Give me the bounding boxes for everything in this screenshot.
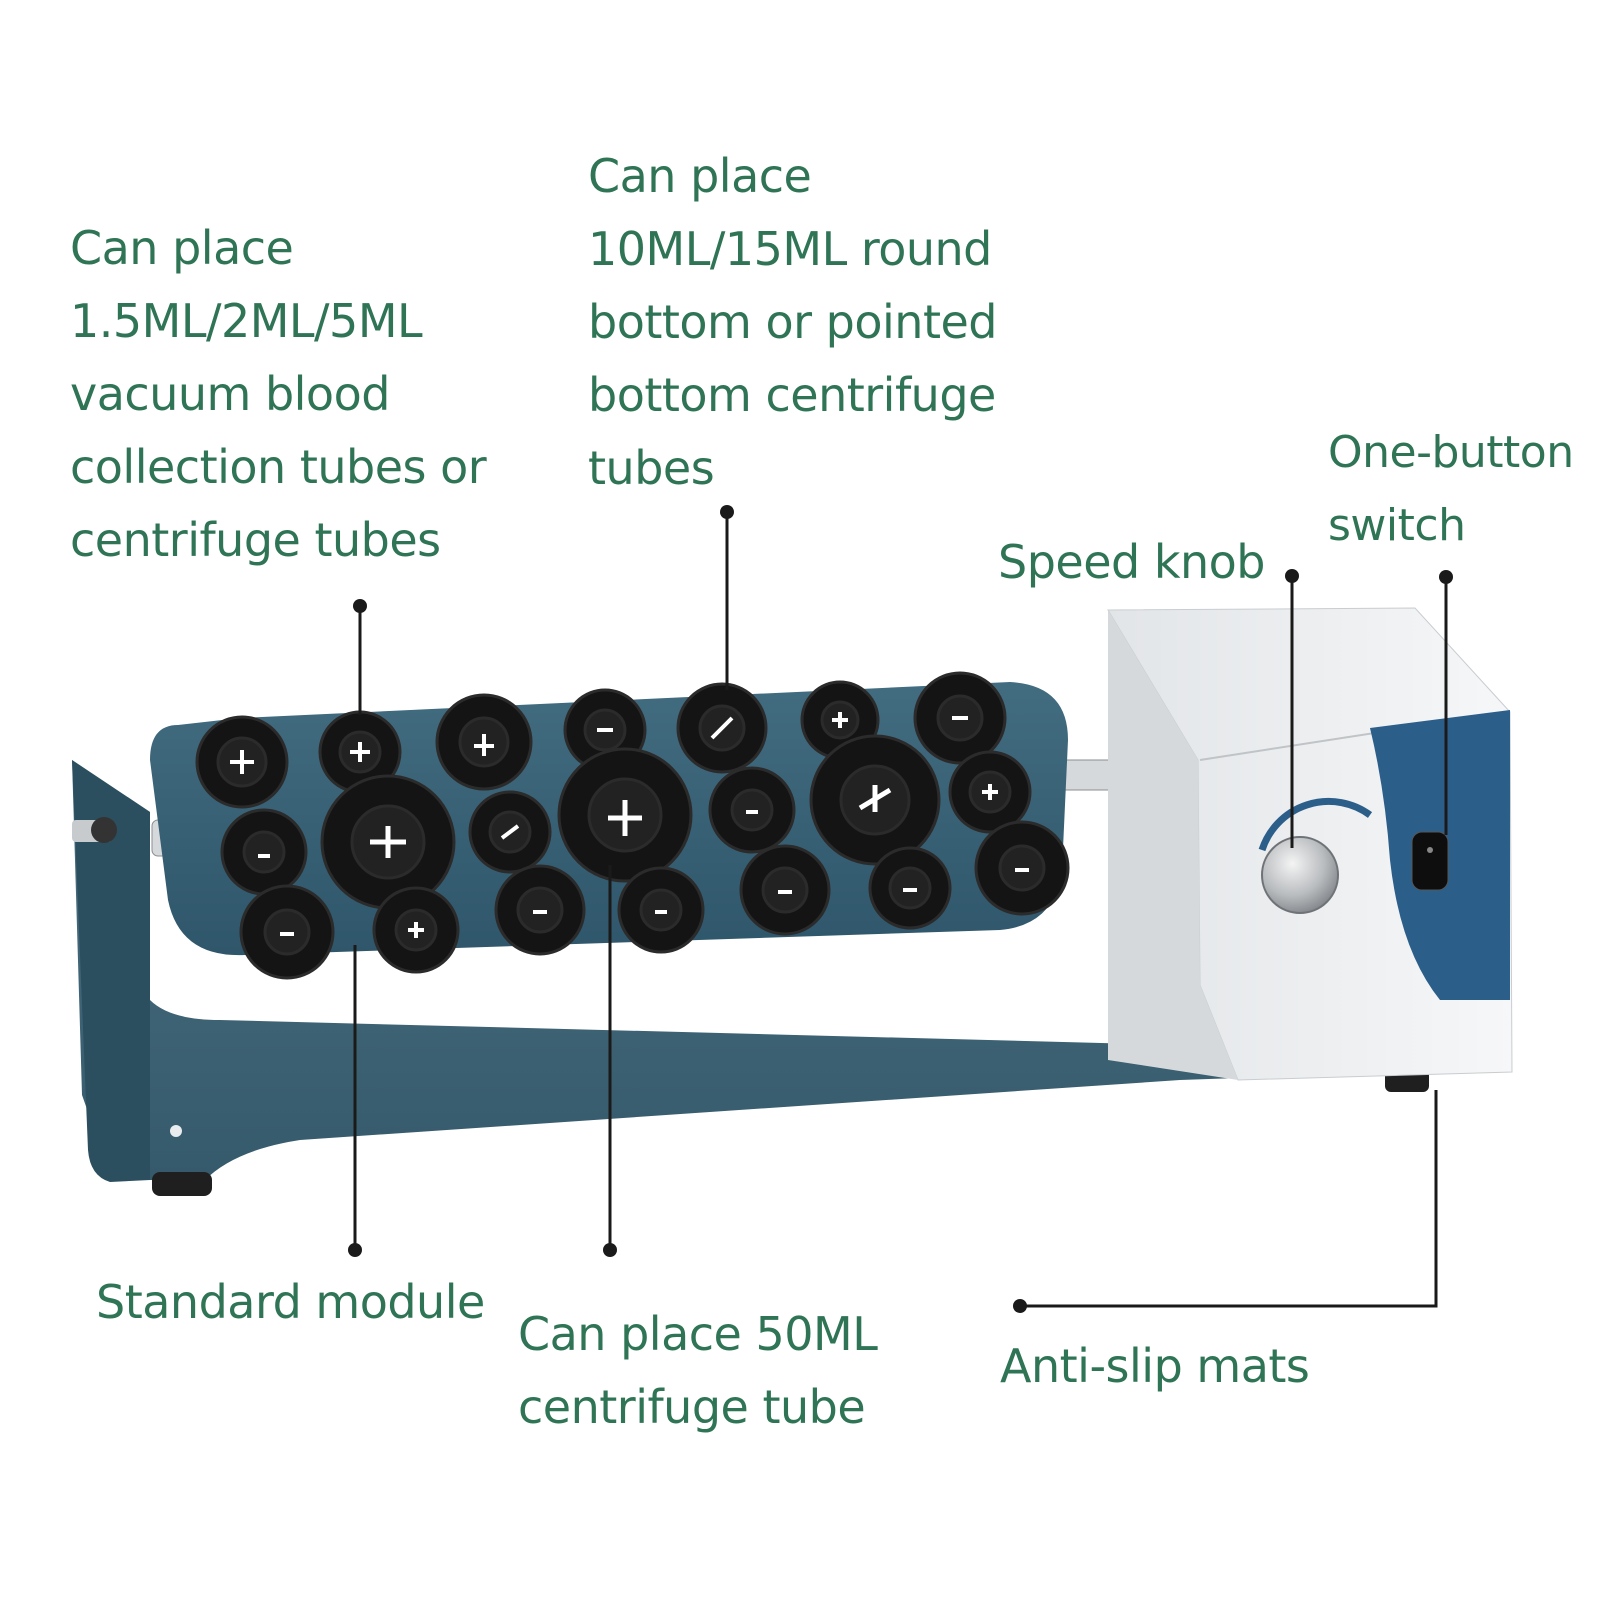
label-line: switch bbox=[1328, 500, 1466, 551]
label-standard-module: Standard module bbox=[96, 1266, 485, 1339]
callout-dot bbox=[348, 1243, 362, 1257]
label-line: centrifuge tubes bbox=[70, 513, 441, 567]
tube-holder bbox=[220, 808, 308, 896]
label-line: 10ML/15ML round bbox=[588, 222, 992, 276]
tube-holder bbox=[468, 790, 552, 874]
callout-dot bbox=[1285, 569, 1299, 583]
label-small-tubes: Can place 1.5ML/2ML/5ML vacuum blood col… bbox=[70, 212, 487, 577]
label-medium-tubes: Can place 10ML/15ML round bottom or poin… bbox=[588, 140, 997, 505]
tube-holder bbox=[494, 864, 586, 956]
label-anti-slip-mats: Anti-slip mats bbox=[1000, 1330, 1310, 1403]
callout-dots bbox=[348, 505, 1453, 1313]
label-line: vacuum blood bbox=[70, 367, 390, 421]
tube-holders bbox=[195, 671, 1070, 980]
label-line: 1.5ML/2ML/5ML bbox=[70, 294, 423, 348]
label-line: One-button bbox=[1328, 427, 1574, 478]
label-line: centrifuge tube bbox=[518, 1380, 866, 1434]
callout-lines bbox=[353, 512, 1448, 1308]
label-line: bottom or pointed bbox=[588, 295, 997, 349]
callout-line-anti-slip bbox=[1020, 1090, 1438, 1308]
label-speed-knob: Speed knob bbox=[998, 526, 1265, 599]
speed-knob[interactable] bbox=[1261, 836, 1339, 914]
motor-housing bbox=[1107, 607, 1513, 1081]
tube-holder bbox=[195, 715, 289, 809]
tube-holder bbox=[974, 820, 1070, 916]
label-line: Can place 50ML bbox=[518, 1307, 878, 1361]
tube-holder bbox=[617, 866, 705, 954]
tube-holder bbox=[239, 884, 335, 980]
label-line: Standard module bbox=[96, 1275, 485, 1329]
tube-holder-large bbox=[557, 747, 693, 883]
label-line: tubes bbox=[588, 441, 715, 495]
tube-holder bbox=[435, 693, 533, 791]
label-line: Can place bbox=[70, 221, 294, 275]
base-frame bbox=[72, 760, 1429, 1196]
tube-holder bbox=[739, 844, 831, 936]
callout-dot bbox=[353, 599, 367, 613]
label-line: Anti-slip mats bbox=[1000, 1339, 1310, 1393]
label-one-button-switch: One-button switch bbox=[1328, 416, 1574, 562]
label-large-tube: Can place 50ML centrifuge tube bbox=[518, 1298, 878, 1444]
label-line: Speed knob bbox=[998, 535, 1265, 589]
tube-holder bbox=[708, 766, 796, 854]
tube-holder-large bbox=[320, 774, 456, 910]
label-line: Can place bbox=[588, 149, 812, 203]
tube-holder bbox=[913, 671, 1007, 765]
control-panel bbox=[1258, 710, 1510, 1000]
callout-dot bbox=[1439, 570, 1453, 584]
one-button-switch[interactable] bbox=[1411, 831, 1449, 891]
tube-holder bbox=[318, 710, 402, 794]
label-line: collection tubes or bbox=[70, 440, 487, 494]
tube-holder bbox=[868, 846, 952, 930]
tube-holder bbox=[372, 886, 460, 974]
callout-dot bbox=[720, 505, 734, 519]
tube-holder bbox=[676, 682, 768, 774]
callout-dot bbox=[603, 1243, 617, 1257]
tube-holder bbox=[948, 750, 1032, 834]
tube-holder-large bbox=[809, 734, 941, 866]
callout-dot bbox=[1013, 1299, 1027, 1313]
label-line: bottom centrifuge bbox=[588, 368, 996, 422]
